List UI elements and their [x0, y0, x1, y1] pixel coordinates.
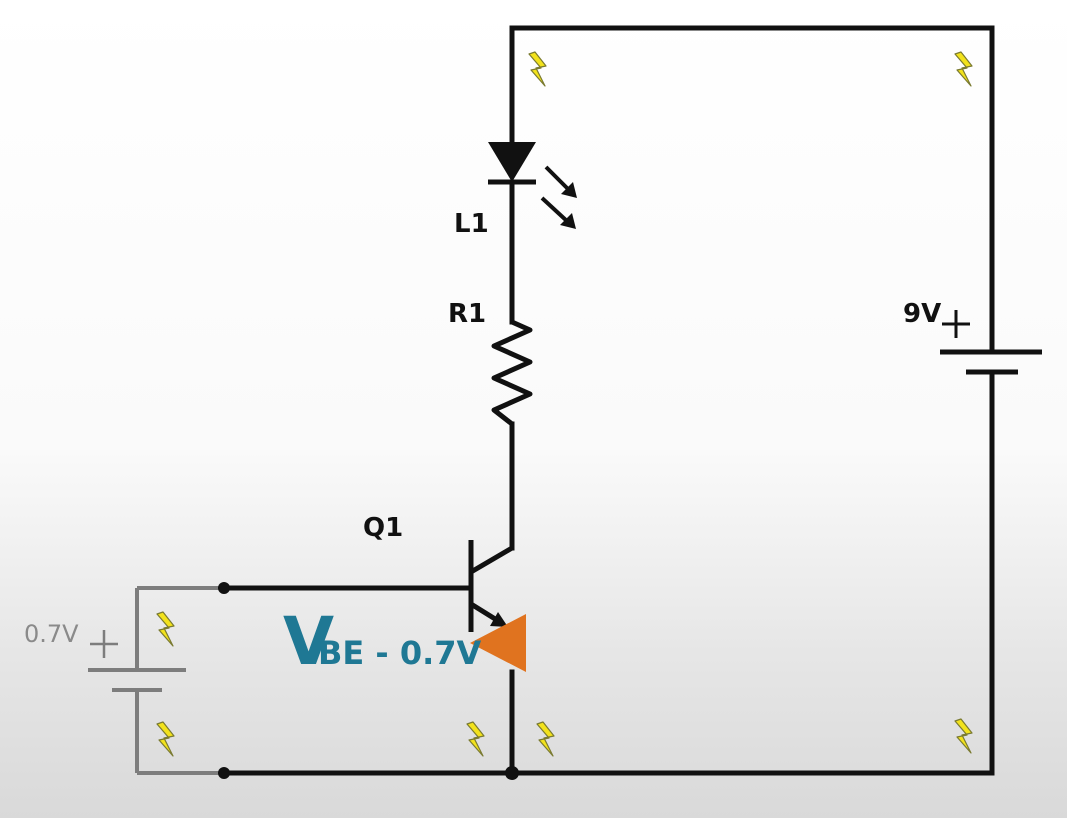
- lightning-bolt-icon: [954, 718, 973, 754]
- vbe-label-v: V: [283, 603, 334, 680]
- transistor-symbol: [468, 540, 514, 632]
- base-battery-plus-sign: [90, 630, 118, 658]
- main-battery-plus-sign: [942, 310, 970, 338]
- junction-dots: [218, 582, 519, 780]
- resistor-zigzag: [491, 319, 533, 426]
- lightning-bolt-icon: [954, 51, 973, 87]
- junction-dot-base-bottom: [218, 767, 230, 779]
- main-battery-label: 9V: [903, 299, 941, 329]
- main-loop-wires: [221, 25, 995, 776]
- lightning-bolt-icon: [466, 721, 485, 757]
- lightning-bolt-icon: [528, 51, 547, 87]
- led-symbol: [488, 142, 577, 229]
- led-label: L1: [454, 209, 489, 239]
- resistor-label: R1: [448, 299, 486, 329]
- lightning-bolt-icon: [156, 721, 175, 757]
- transistor-emitter-arrowhead: [490, 612, 508, 627]
- base-battery-symbol: [88, 668, 186, 692]
- lightning-bolt-icon: [536, 721, 555, 757]
- led-light-arrows: [540, 165, 577, 229]
- emitter-diode-arrow: [470, 614, 526, 672]
- transistor-collector-lead: [469, 545, 514, 575]
- base-battery-wires: [135, 586, 224, 775]
- led-arrow-1: [544, 165, 572, 193]
- led-triangle: [488, 142, 536, 182]
- vbe-label-rest: BE - 0.7V: [318, 634, 482, 672]
- led-arrow-2-head: [560, 213, 576, 229]
- led-arrow-1-head: [561, 182, 577, 198]
- main-battery-symbol: [940, 349, 1042, 375]
- lightning-bolt-icon: [156, 611, 175, 647]
- transistor-label: Q1: [363, 513, 403, 543]
- led-arrow-2: [540, 196, 570, 224]
- current-markers: [156, 51, 973, 757]
- junction-dot-base-top: [218, 582, 230, 594]
- junction-dot-emitter: [505, 766, 519, 780]
- base-battery-label: 0.7V: [24, 620, 79, 648]
